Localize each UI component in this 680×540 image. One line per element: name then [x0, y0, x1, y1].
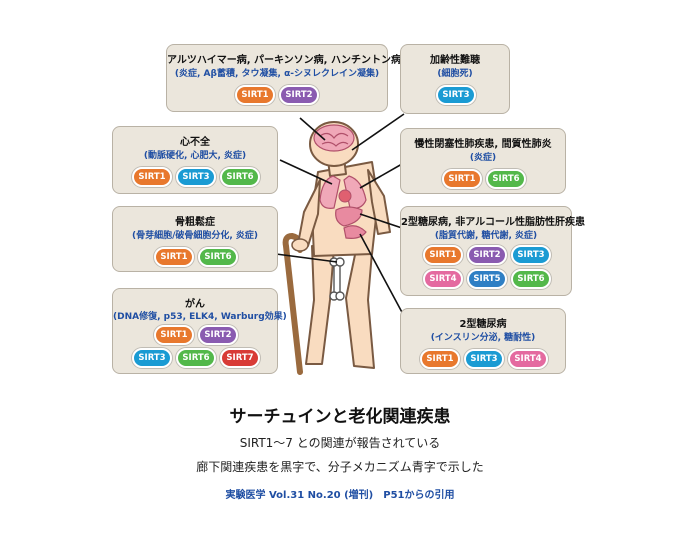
- disease-box-copd: 慢性閉塞性肺疾患, 間質性肺炎 (炎症) SIRT1 SIRT6: [400, 128, 566, 194]
- figure-caption-line-2: 廊下関連疾患を黒字で、分子メカニズム青字で示した: [196, 460, 484, 474]
- disease-box-type2-diabetes: 2型糖尿病 (インスリン分泌, 糖耐性) SIRT1 SIRT3 SIRT4: [400, 308, 566, 374]
- disease-title: アルツハイマー病, パーキンソン病, ハンチントン病: [167, 55, 401, 66]
- heart-organ: [338, 189, 352, 203]
- figure-title: サーチュインと老化関連疾患: [229, 407, 451, 427]
- figure-source-citation: 実験医学 Vol.31 No.20 (増刊) P51からの引用: [225, 490, 455, 501]
- disease-box-osteoporosis: 骨粗鬆症 (骨芽細胞/破骨細胞分化, 炎症) SIRT1 SIRT6: [112, 206, 278, 272]
- figure-caption-line-1: SIRT1〜7 との関連が報告されている: [239, 436, 441, 450]
- sirt-badge-sirt1: SIRT1: [132, 167, 172, 187]
- sirt-badge-sirt2: SIRT2: [279, 85, 319, 105]
- sirt-badge-sirt1: SIRT1: [423, 245, 463, 265]
- disease-title: 骨粗鬆症: [175, 217, 215, 228]
- leader-lines: [275, 113, 405, 317]
- brain: [313, 124, 355, 152]
- sirt-badge-sirt1: SIRT1: [235, 85, 275, 105]
- sirt-badge-sirt3: SIRT3: [436, 85, 476, 105]
- sirt-badge-sirt2: SIRT2: [467, 245, 507, 265]
- disease-mechanism: (DNA修復, p53, ELK4, Warburg効果): [113, 312, 287, 322]
- disease-title: がん: [185, 299, 205, 310]
- disease-title: 心不全: [180, 137, 210, 148]
- disease-box-neurodegenerative: アルツハイマー病, パーキンソン病, ハンチントン病 (炎症, Aβ蓄積, タウ…: [166, 44, 401, 112]
- sirt-badge-sirt3: SIRT3: [176, 167, 216, 187]
- sirt-badge-sirt6: SIRT6: [220, 167, 260, 187]
- disease-mechanism: (炎症, Aβ蓄積, タウ凝集, α-シヌレクレイン凝集): [174, 69, 380, 79]
- disease-box-nafld: 2型糖尿病, 非アルコール性脂肪性肝疾患 (脂質代謝, 糖代謝, 炎症) SIR…: [400, 206, 585, 296]
- disease-mechanism: (細胞死): [437, 69, 473, 79]
- disease-title: 2型糖尿病: [459, 319, 507, 330]
- sirt-badge-sirt3: SIRT3: [132, 348, 172, 368]
- disease-title: 慢性閉塞性肺疾患, 間質性肺炎: [414, 139, 552, 150]
- disease-mechanism: (インスリン分泌, 糖耐性): [430, 333, 536, 343]
- sirt-badge-sirt1: SIRT1: [154, 325, 194, 345]
- sirt-badge-sirt1: SIRT1: [442, 169, 482, 189]
- sirt-badge-sirt6: SIRT6: [198, 247, 238, 267]
- disease-mechanism: (炎症): [469, 153, 497, 163]
- sirt-badge-sirt6: SIRT6: [511, 269, 551, 289]
- disease-mechanism: (動脈硬化, 心肥大, 炎症): [143, 151, 247, 161]
- disease-mechanism: (脂質代謝, 糖代謝, 炎症): [434, 231, 538, 241]
- sirt-badge-sirt3: SIRT3: [511, 245, 551, 265]
- body-silhouette: [297, 121, 391, 369]
- sirt-badge-sirt7: SIRT7: [220, 348, 260, 368]
- disease-box-cancer: がん (DNA修復, p53, ELK4, Warburg効果) SIRT1 S…: [112, 288, 287, 374]
- sirt-badge-sirt6: SIRT6: [486, 169, 526, 189]
- sirt-badge-sirt1: SIRT1: [420, 349, 460, 369]
- liver: [335, 206, 363, 227]
- sirt-badge-sirt6: SIRT6: [176, 348, 216, 368]
- disease-box-heart-failure: 心不全 (動脈硬化, 心肥大, 炎症) SIRT1 SIRT3 SIRT6: [112, 126, 278, 194]
- disease-box-hearing-loss: 加齢性難聴 (細胞死) SIRT3: [400, 44, 510, 114]
- disease-title: 加齢性難聴: [430, 55, 480, 66]
- sirt-badge-sirt4: SIRT4: [508, 349, 548, 369]
- sirt-badge-sirt1: SIRT1: [154, 247, 194, 267]
- disease-mechanism: (骨芽細胞/破骨細胞分化, 炎症): [131, 231, 259, 241]
- femur-bone: [329, 257, 345, 301]
- sirt-badge-sirt3: SIRT3: [464, 349, 504, 369]
- sirt-badge-sirt4: SIRT4: [423, 269, 463, 289]
- disease-title: 2型糖尿病, 非アルコール性脂肪性肝疾患: [401, 217, 585, 228]
- sirt-badge-sirt2: SIRT2: [198, 325, 238, 345]
- sirt-badge-sirt5: SIRT5: [467, 269, 507, 289]
